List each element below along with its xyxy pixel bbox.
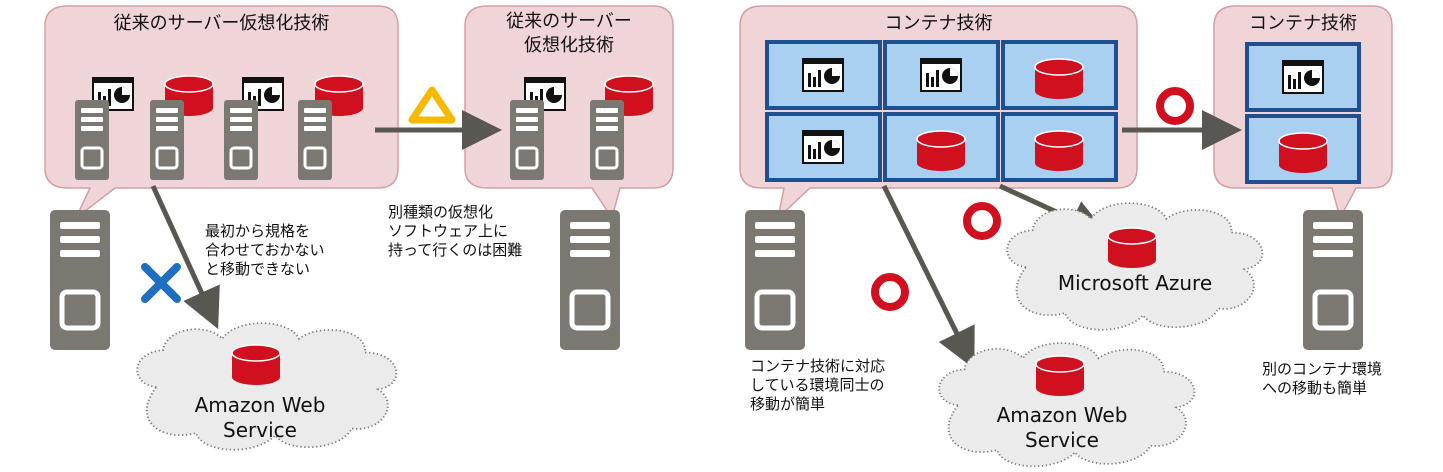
server-icon [148,98,186,182]
database-icon [1107,227,1157,269]
container-target-note: 別のコンテナ環境 への移動も簡単 [1262,360,1383,397]
database-icon [1034,58,1084,100]
server-icon [508,98,546,182]
container-grid [765,40,1118,182]
source-server-icon [50,210,110,350]
aws-arrow [881,184,975,369]
server-icon [73,98,111,182]
database-icon [1035,355,1085,397]
database-icon [1278,132,1328,174]
target-server-icon [1303,210,1363,350]
container-clouds-note: コンテナ技術に対応 している環境同士の 移動が簡単 [750,357,886,413]
circle-mark-icon [963,202,1001,240]
other-virt-note: 別種類の仮想化 ソフトウェア上に 持って行くのは困難 [388,203,523,259]
app-icon [920,58,962,92]
left-target-title: 従来のサーバー 仮想化技術 [506,11,632,56]
target-server-icon [560,210,620,350]
server-icon [296,98,334,182]
triangle-mark-icon [408,86,456,124]
source-server-icon [745,210,805,350]
server-icon [588,98,626,182]
database-icon [1034,130,1084,172]
right-target-title: コンテナ技術 [1249,13,1357,34]
circle-mark-icon [1156,87,1194,125]
app-icon [802,58,844,92]
aws-cloud-left-label: Amazon Web Service [194,393,326,442]
database-icon [916,130,966,172]
app-icon [802,130,844,164]
left-bubble-title: 従来のサーバー仮想化技術 [113,13,330,34]
azure-cloud-label: Microsoft Azure [1057,271,1213,295]
circle-mark-icon [871,273,909,311]
cross-mark-icon [141,263,181,303]
app-icon [1282,60,1324,94]
aws-arrow [150,184,220,330]
server-icon [222,98,260,182]
aws-note: 最初から規格を 合わせておかない と移動できない [205,222,325,278]
right-bubble-title: コンテナ技術 [884,13,993,34]
database-icon [231,344,281,386]
aws-cloud-right-label: Amazon Web Service [996,403,1128,452]
